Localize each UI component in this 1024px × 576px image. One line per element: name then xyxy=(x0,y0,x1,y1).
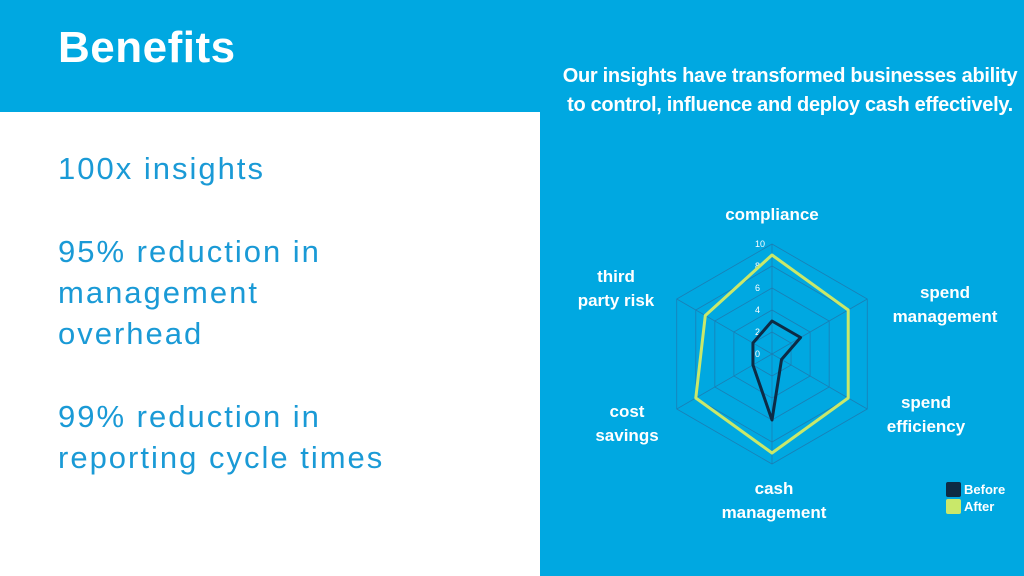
tick-label: 4 xyxy=(755,305,760,315)
benefit-reporting-cycle: 99% reduction in reporting cycle times xyxy=(58,399,385,475)
legend-label: After xyxy=(964,499,994,514)
axis-label: compliance xyxy=(725,205,819,224)
radar-series xyxy=(694,253,850,455)
grid-spoke xyxy=(676,353,773,410)
legend-label: Before xyxy=(964,482,1005,497)
benefits-list: 100x insights 95% reduction in managemen… xyxy=(58,148,528,520)
benefit-insights: 100x insights xyxy=(58,151,265,186)
legend-swatch-before xyxy=(946,482,961,497)
series-after-line xyxy=(694,253,850,455)
chart-tagline: Our insights have transformed businesses… xyxy=(562,65,1018,116)
grid-spoke xyxy=(771,353,868,410)
chart-panel xyxy=(540,0,1024,576)
tick-label: 10 xyxy=(755,239,765,249)
tick-label: 0 xyxy=(755,349,760,359)
tick-label: 2 xyxy=(755,327,760,337)
header-band xyxy=(0,0,540,112)
radar-grid xyxy=(676,243,868,465)
radar-ticks: 0 2 4 6 8 10 xyxy=(755,239,765,359)
legend-swatch-after xyxy=(946,499,961,514)
grid-spoke xyxy=(676,298,773,355)
benefit-management-overhead: 95% reduction in management overhead xyxy=(58,234,321,351)
slide-title: Benefits xyxy=(58,23,236,72)
series-before-line xyxy=(751,319,803,422)
grid-spoke xyxy=(771,298,868,355)
tick-label: 6 xyxy=(755,283,760,293)
tick-label: 8 xyxy=(755,261,760,271)
